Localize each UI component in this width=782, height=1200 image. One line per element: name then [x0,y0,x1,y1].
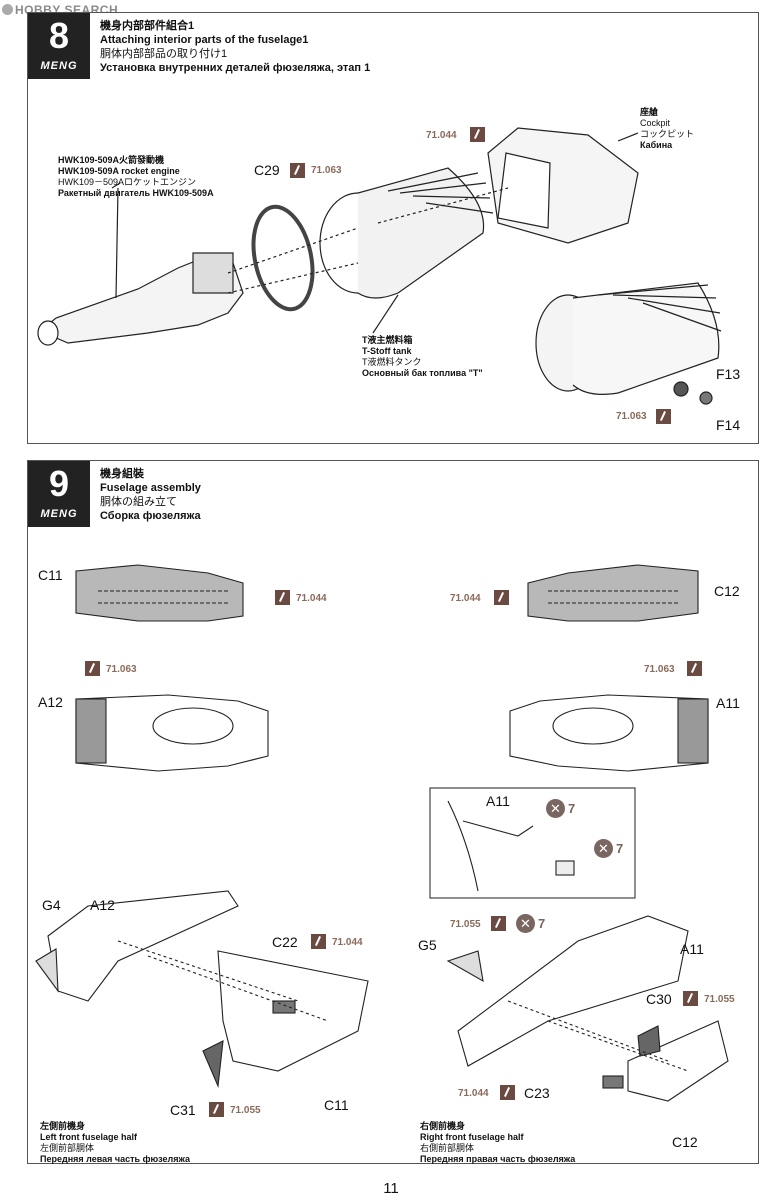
x-count: 7 [616,841,624,856]
paint-icon [275,590,290,605]
paint-code-c29: 71.063 [311,165,342,176]
part-c12-label: C12 [714,583,740,599]
paint-icon [470,127,485,142]
caption-ja: 右側前部胴体 [420,1143,475,1153]
title-ja: 胴体内部部品の取り付け1 [100,48,228,60]
caption-en: Right front fuselage half [420,1132,524,1142]
part-g5-label: G5 [418,937,437,953]
cockpit-ru: Кабина [640,140,673,150]
step-8-panel: 8 MENG 機身内部部件組合1 Attaching interior part… [27,12,759,444]
part-c23-label: C23 [524,1085,550,1101]
paint-icon [500,1085,515,1100]
step-8-diagram [37,127,722,405]
caption-ru: Передняя левая часть фюзеляжа [40,1154,190,1164]
paint-code-right-top: 71.055 [450,919,481,930]
engine-ja: HWK109－509Aロケットエンジン [58,177,197,187]
caption-zh: 右側前機身 [420,1121,466,1131]
title-zh: 機身内部部件組合1 [100,20,195,32]
page-number: 11 [383,1180,399,1197]
paint-code-c11: 71.044 [296,593,327,604]
caption-ru: Передняя правая часть фюзеляжа [420,1154,576,1164]
x-count: 7 [568,801,576,816]
brand-logo: MENG [40,508,78,520]
part-a12-label: A12 [38,694,63,710]
cockpit-zh: 座艙 [640,107,659,117]
cross-icon: ✕ [546,799,565,818]
cockpit-en: Cockpit [640,118,671,128]
tank-en: T-Stoff tank [362,346,412,356]
step-9-badge: 9 MENG [28,461,90,527]
paint-icon [687,661,702,676]
cockpit-label: 座艙 Cockpit コックピット Кабина [640,107,694,151]
part-f13-label: F13 [716,366,741,382]
inset-a11-label: A11 [486,793,510,809]
part-g4-label: G4 [42,897,61,913]
part-c29-label: C29 [254,162,280,178]
step-9-title: 機身組裝 Fuselage assembly 胴体の組み立て Сборка фю… [100,467,201,523]
paint-icon [290,163,305,178]
part-c31-label: C31 [170,1102,196,1118]
paint-code-f: 71.063 [616,411,647,422]
caption-zh: 左側前機身 [40,1121,86,1131]
step-8-title: 機身内部部件組合1 Attaching interior parts of th… [100,19,370,75]
paint-icon [494,590,509,605]
paint-code-a11: 71.063 [644,664,675,675]
part-c30-label: C30 [646,991,672,1007]
engine-en: HWK109-509A rocket engine [58,166,180,176]
part-f14-label: F14 [716,417,741,433]
tank-zh: T液主燃料箱 [362,335,413,345]
part-c22-label: C22 [272,934,298,950]
caption-ja: 左側前部胴体 [40,1143,95,1153]
paint-icon [209,1102,224,1117]
tank-label: T液主燃料箱 T-Stoff tank T液燃料タンク Основный бак… [362,335,483,379]
title-ja: 胴体の組み立て [100,496,177,508]
cross-icon: ✕ [594,839,613,858]
title-en: Fuselage assembly [100,482,201,494]
part-c12-lower-label: C12 [672,1134,698,1150]
step-number: 8 [48,15,70,56]
engine-zh: HWK109-509A火箭發動機 [58,155,165,165]
brand-logo: MENG [40,60,78,72]
paint-icon [85,661,100,676]
part-c11-label: C11 [38,567,63,583]
step-8-badge: 8 MENG [28,13,90,79]
paint-code-c22: 71.044 [332,937,363,948]
title-en: Attaching interior parts of the fuselage… [100,34,309,46]
paint-icon [491,916,506,931]
title-ru: Установка внутренних деталей фюзеляжа, э… [100,62,371,74]
step-9-panel: 9 MENG 機身組裝 Fuselage assembly 胴体の組み立て Сб… [27,460,759,1164]
step-9-diagram [35,564,729,1102]
caption-en: Left front fuselage half [40,1132,138,1142]
left-caption: 左側前機身 Left front fuselage half 左側前部胴体 Пе… [40,1121,190,1165]
paint-icon [683,991,698,1006]
tank-ru: Основный бак топлива "T" [362,368,483,378]
paint-code-c23: 71.044 [458,1088,489,1099]
paint-icon [311,934,326,949]
right-caption: 右側前機身 Right front fuselage half 右側前部胴体 П… [420,1121,575,1165]
cross-icon: ✕ [516,914,535,933]
engine-label: HWK109-509A火箭發動機 HWK109-509A rocket engi… [58,155,214,199]
part-c11-lower-label: C11 [324,1097,349,1113]
paint-icon [656,409,671,424]
title-zh: 機身組裝 [100,468,144,480]
part-a11-label: A11 [716,695,740,711]
paint-code-c30: 71.055 [704,994,735,1005]
paint-code-c12: 71.044 [450,593,481,604]
part-a11-lower-label: A11 [680,941,704,957]
title-ru: Сборка фюзеляжа [100,510,201,522]
tank-ja: T液燃料タンク [362,357,422,367]
x-count: 7 [538,916,546,931]
paint-code-cockpit: 71.044 [426,130,457,141]
cockpit-ja: コックピット [640,129,695,139]
paint-code-c31: 71.055 [230,1105,261,1116]
paint-code-a12: 71.063 [106,664,137,675]
step-number: 9 [48,463,70,504]
part-a12-lower-label: A12 [90,897,115,913]
watermark-logo-icon [2,4,13,15]
engine-ru: Ракетный двигатель HWK109-509A [58,188,214,198]
